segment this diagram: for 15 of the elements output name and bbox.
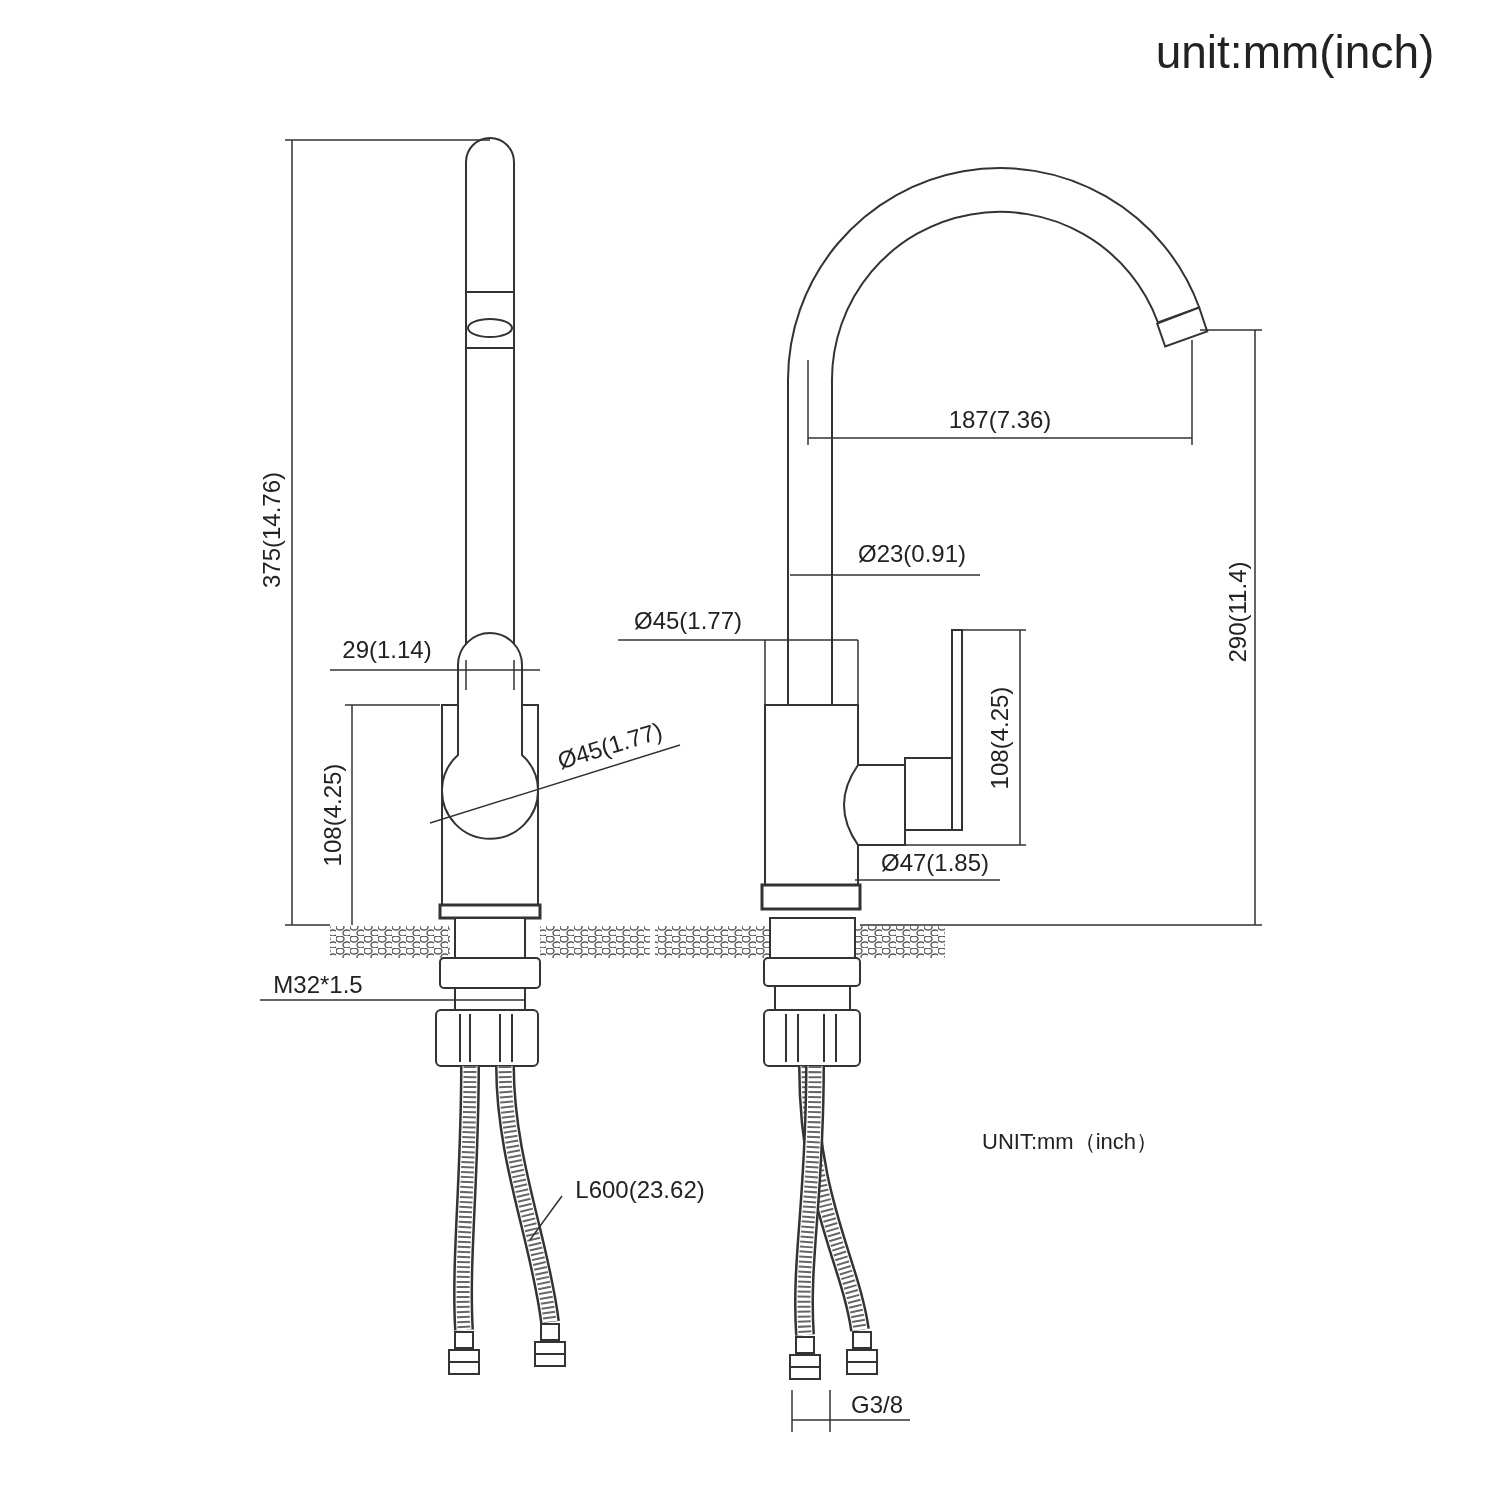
dimension-label: 108(4.25) <box>321 763 345 867</box>
dimension-label: Ø47(1.85) <box>880 851 990 875</box>
unit-note: UNIT:mm（inch） <box>982 1131 1158 1153</box>
hose-drawing <box>448 1065 566 1375</box>
dimension-label: Ø45(1.77) <box>633 609 743 633</box>
length-label: L600(23.62) <box>575 1178 705 1202</box>
leader-line <box>529 1195 563 1241</box>
dimension-label: G3/8 <box>851 1393 903 1417</box>
dimension-label: M32*1.5 <box>273 973 363 997</box>
dimension-label: 290(11.4) <box>1226 561 1250 663</box>
dimension-label: 187(7.36) <box>948 408 1052 432</box>
dimension-label: 108(4.25) <box>988 686 1012 790</box>
dimension-label: 375(14.76) <box>260 471 284 589</box>
dimension-label: Ø23(0.91) <box>857 542 967 566</box>
dimension-label: 29(1.14) <box>342 638 432 662</box>
